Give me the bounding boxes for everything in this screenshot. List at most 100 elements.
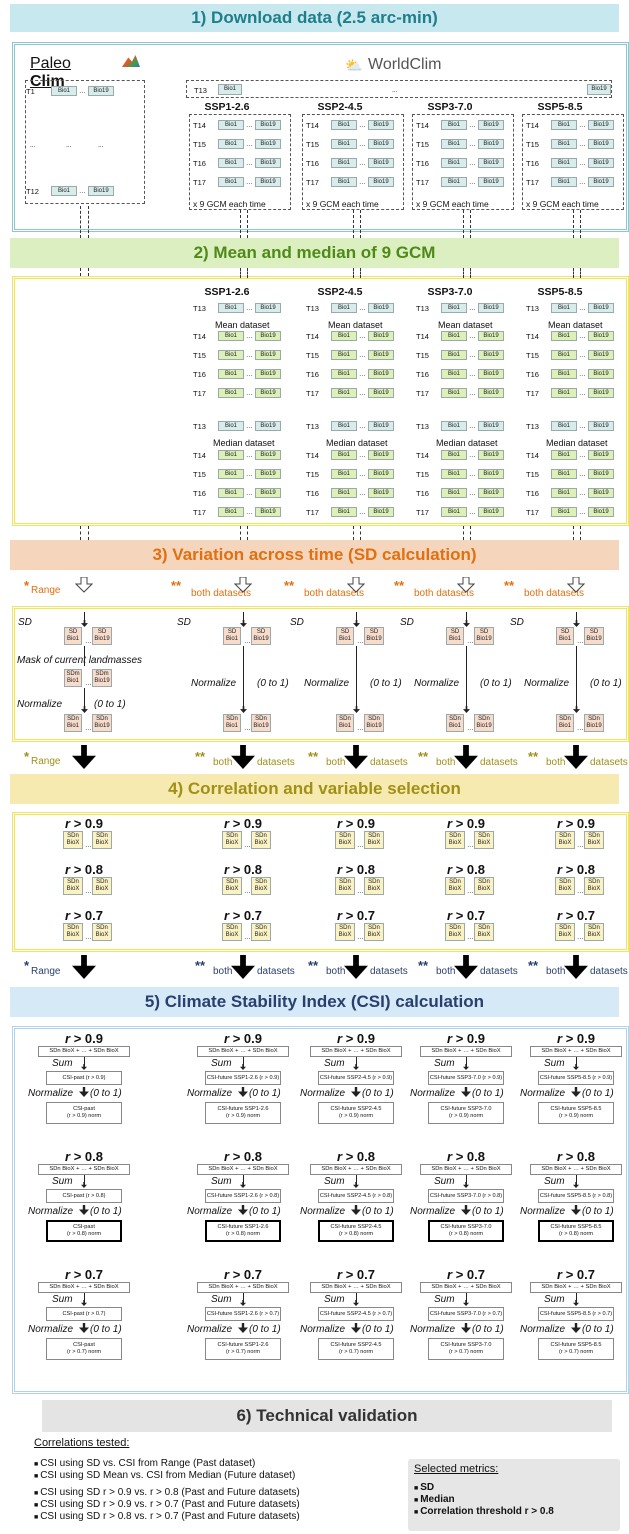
time-label: T16 [526, 159, 539, 168]
correlation-item: ■ CSI using SD r > 0.9 vs. r > 0.8 (Past… [34, 1487, 300, 1498]
csi-normalized-box: CSI-future SSP2-4.5(r > 0.9) norm [318, 1102, 394, 1124]
csi-name: CSI-future SSP3-7.0 [440, 1106, 492, 1112]
bio1-cell: Bio1 [218, 120, 244, 130]
csi-name: CSI-future SSP5-8.5 [550, 1106, 602, 1112]
bullet-icon: ■ [414, 1509, 421, 1516]
ssp-title: SSP1-2.6 [204, 101, 250, 113]
connector-line [466, 1175, 467, 1187]
threshold-value: > 0.7 [229, 1267, 262, 1282]
bio1-cell: Bio1 [331, 421, 357, 431]
bio19-cell: Bio19 [255, 331, 281, 341]
past-box [25, 80, 145, 204]
sum-label: Sum [52, 1294, 73, 1305]
bio1-cell: Bio1 [441, 507, 467, 517]
bio19-cell: Bio19 [588, 488, 614, 498]
bio1-cell: Bio1 [331, 303, 357, 313]
threshold-value: > 0.9 [342, 1031, 375, 1046]
bio1-cell: Bio1 [331, 369, 357, 379]
time-label: T15 [416, 351, 429, 360]
range-01-label: (0 to 1) [582, 1324, 614, 1335]
range-01-label: (0 to 1) [472, 1088, 504, 1099]
bio1-cell: Bio1 [551, 350, 577, 360]
bio19-cell: Bio19 [368, 350, 394, 360]
sum-formula-box: SDn BioX + … + SDn BioX [38, 1164, 130, 1175]
bio1-cell: Bio1 [551, 331, 577, 341]
threshold-value: > 0.7 [452, 908, 485, 923]
bio1-cell: Bio1 [51, 86, 77, 96]
csi-name: CSI-future SSP2-4.5 [330, 1106, 382, 1112]
down-arrow-icon [351, 1205, 361, 1215]
both-label: both [546, 757, 566, 768]
bio1-cell: Bio1 [218, 303, 244, 313]
threshold-label: r > 0.8 [337, 862, 375, 877]
sum-label: Sum [324, 1294, 345, 1305]
threshold-value: > 0.9 [229, 816, 262, 831]
sd-label: SD [400, 617, 414, 628]
r-symbol: r [65, 1267, 71, 1282]
normalize-label: Normalize [300, 1206, 346, 1217]
time-label: T15 [526, 351, 539, 360]
normalize-label: Normalize [191, 678, 237, 689]
down-arrow-icon [572, 706, 580, 713]
csi-normalized-box: CSI-past(r > 0.8) norm [46, 1220, 122, 1242]
correlation-item: ■ CSI using SD r > 0.8 vs. r > 0.7 (Past… [34, 1511, 300, 1522]
time-label: T15 [306, 140, 319, 149]
sd-label: SD [510, 617, 524, 628]
section5-panel [12, 1026, 629, 1394]
ellipsis: … [246, 141, 253, 148]
ellipsis: … [577, 842, 584, 849]
ellipsis: … [579, 352, 586, 359]
ellipsis: … [359, 390, 366, 397]
r-symbol: r [337, 816, 343, 831]
ssp-box [189, 114, 291, 210]
threshold-label: r > 0.8 [224, 1149, 262, 1164]
sum-label: Sum [544, 1294, 565, 1305]
bio1-cell: Bio1 [331, 507, 357, 517]
section3-title: 3) Variation across time (SD calculation… [152, 545, 477, 564]
ellipsis: … [359, 333, 366, 340]
both-datasets-label: both datasets [191, 588, 252, 599]
r-symbol: r [447, 908, 453, 923]
ellipsis: … [577, 725, 584, 732]
down-arrow-icon [238, 1205, 248, 1215]
down-arrow-icon [72, 955, 96, 979]
ellipsis: … [246, 371, 253, 378]
threshold-label: r > 0.7 [65, 908, 103, 923]
sdn-biox-cell: SDn BioX [474, 877, 494, 895]
hollow-down-arrow-icon [234, 577, 252, 593]
sum-formula-box: SDn BioX + … + SDn BioX [310, 1164, 402, 1175]
section3-panel [12, 606, 629, 742]
time-label: T15 [526, 470, 539, 479]
r-symbol: r [337, 1267, 343, 1282]
row-dots: ... [98, 142, 104, 149]
time-label: T16 [193, 370, 206, 379]
ellipsis: ... [392, 87, 398, 94]
sd-bio1-cell: SD Bio1 [446, 627, 464, 645]
sum-label: Sum [324, 1058, 345, 1069]
down-arrow-icon [461, 1323, 471, 1333]
bio1-cell: Bio1 [331, 120, 357, 130]
bio1-cell: Bio1 [441, 388, 467, 398]
connector-line [240, 210, 241, 238]
bio19-cell: Bio19 [588, 303, 614, 313]
hollow-down-arrow-icon [567, 577, 585, 593]
bio1-cell: Bio1 [218, 158, 244, 168]
section1-title: 1) Download data (2.5 arc-min) [191, 8, 438, 27]
gcm-note: x 9 GCM each time [306, 199, 379, 209]
ellipsis: … [469, 452, 476, 459]
sum-formula-box: SDn BioX + … + SDn BioX [38, 1282, 130, 1293]
threshold-value: > 0.7 [70, 1267, 103, 1282]
correlation-text: CSI using SD r > 0.9 vs. r > 0.8 (Past a… [40, 1487, 300, 1498]
ellipsis: … [246, 390, 253, 397]
connector-line [353, 526, 354, 540]
connector-line [356, 1293, 357, 1305]
ellipsis: … [359, 490, 366, 497]
bio1-cell: Bio1 [218, 350, 244, 360]
range-01-label: (0 to 1) [362, 1206, 394, 1217]
csi-sum-box: CSI-future SSP3-7.0 (r > 0.9) [428, 1071, 504, 1085]
sum-label: Sum [211, 1176, 232, 1187]
sum-formula-box: SDn BioX + … + SDn BioX [530, 1046, 622, 1057]
bullet-icon: ■ [414, 1497, 421, 1504]
sum-label: Sum [211, 1294, 232, 1305]
